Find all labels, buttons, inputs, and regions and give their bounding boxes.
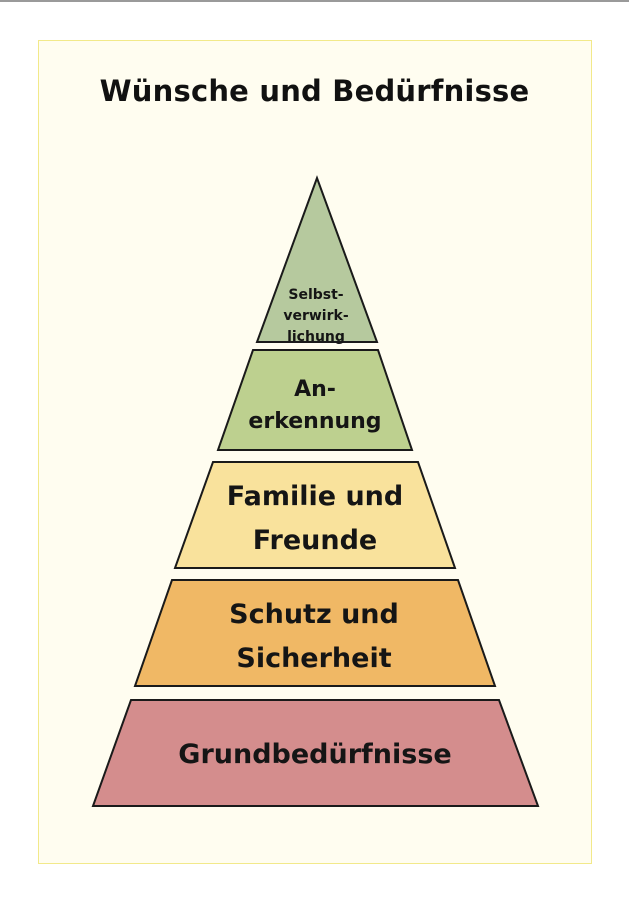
level-label-line: Schutz und: [229, 599, 399, 630]
level-label-line: Familie und: [227, 481, 403, 512]
level-shape: [133, 579, 497, 687]
pyramid-level-family-friends: Familie und Freunde: [173, 461, 457, 569]
pyramid-level-self-actualization: Selbst- verwirk- lichung: [255, 175, 379, 345]
level-label-line: verwirk-: [283, 308, 348, 324]
level-label-line: Sicherheit: [236, 643, 391, 674]
pyramid-level-safety: Schutz und Sicherheit: [133, 579, 497, 687]
page-title: Wünsche und Bedürfnisse: [99, 74, 530, 108]
level-shape: [255, 175, 379, 343]
level-shape: [216, 349, 414, 451]
level-shape: [173, 461, 457, 569]
level-label-line: Grundbedürfnisse: [178, 739, 451, 770]
level-label-line: Freunde: [253, 525, 377, 556]
level-shape: [91, 699, 540, 807]
level-label-line: lichung: [287, 329, 345, 345]
level-label-line: An-: [294, 377, 336, 402]
level-label-line: erkennung: [248, 409, 381, 434]
pyramid-level-basic-needs: Grundbedürfnisse: [91, 699, 540, 807]
pyramid-level-recognition: An- erkennung: [216, 349, 414, 451]
level-label-line: Selbst-: [288, 287, 343, 303]
top-border-line: [0, 0, 629, 2]
